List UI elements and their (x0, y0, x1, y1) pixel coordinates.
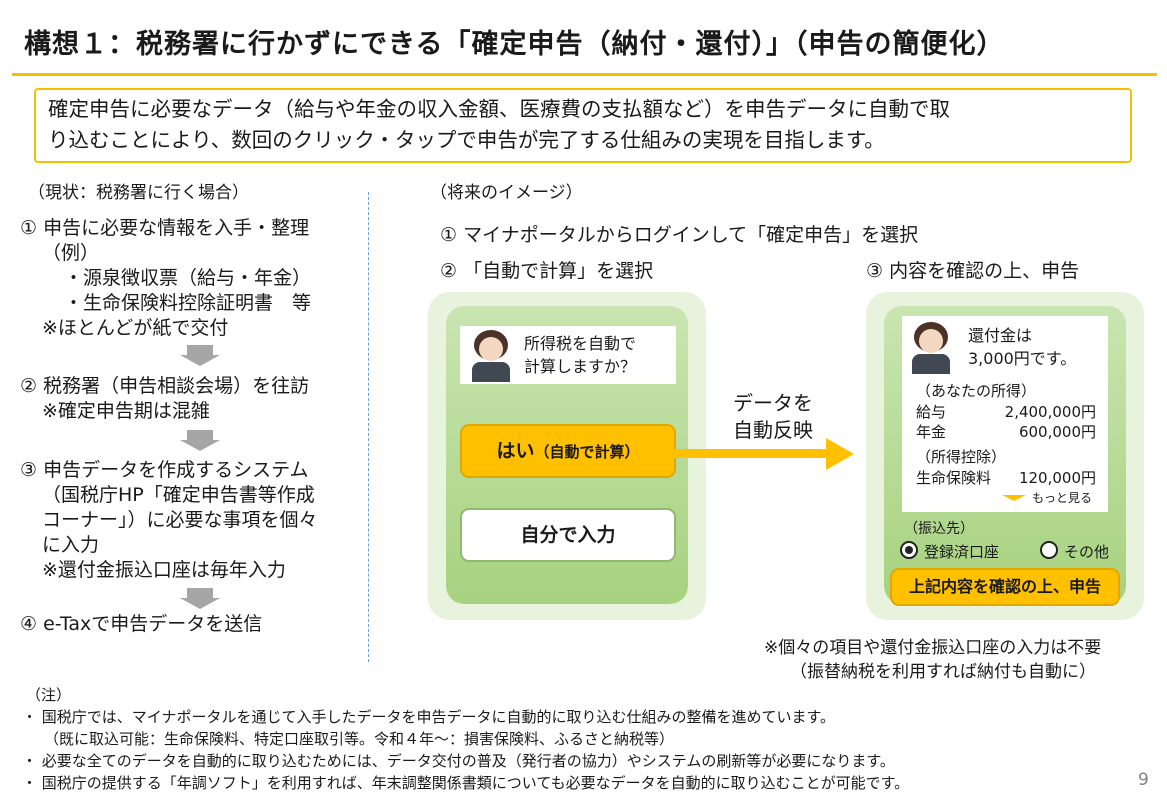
current-step-1-note: ※ほとんどが紙で交付 (42, 317, 229, 339)
manual-input-button[interactable]: 自分で入力 (460, 508, 676, 562)
question-card: 所得税を自動で 計算しますか？ (460, 326, 676, 384)
yes-button-sublabel: （自動で計算） (534, 443, 640, 461)
deduction-heading: （所得控除） (916, 448, 1007, 466)
note-line: ・ 必要な全てのデータを自動的に取り込むためには、データ交付の普及（発行者の協力… (22, 752, 895, 770)
current-step-1-example: （例） (42, 242, 100, 264)
right-arrow-icon (826, 438, 854, 470)
chevron-down-icon (1002, 495, 1026, 501)
summary-line-2: り込むことにより、数回のクリック・タップで申告が完了する仕組みの実現を目指します… (48, 128, 885, 152)
salary-value: 2,400,000円 (1004, 403, 1096, 421)
down-arrow-icon (180, 588, 220, 609)
show-more-link[interactable]: もっと見る (1032, 491, 1093, 505)
auto-reflect-line-2: 自動反映 (733, 418, 813, 442)
question-text: 所得税を自動で 計算しますか？ (524, 332, 636, 378)
future-step-2: ② 「自動で計算」を選択 (440, 260, 654, 282)
note-line: ・ 国税庁では、マイナポータルを通じて入手したデータを申告データに自動的に取り込… (22, 708, 835, 726)
future-footnote-2: （振替納税を利用すれば納付も自動に） (790, 662, 1096, 682)
current-step-3-line-4: に入力 (42, 534, 100, 556)
auto-reflect-line-1: データを (733, 391, 813, 415)
future-heading: （将来のイメージ） (430, 183, 583, 203)
note-line: （既に取込可能：生命保険料、特定口座取引等。令和４年～：損害保険料、ふるさと納税… (44, 730, 675, 748)
future-footnote-1: ※個々の項目や還付金振込口座の入力は不要 (764, 638, 1102, 658)
flow-arrow-shaft (670, 449, 828, 458)
insurance-label: 生命保険料 (916, 469, 992, 487)
column-divider (368, 192, 369, 662)
current-step-3-line-3: コーナー」）に必要な事項を個々 (42, 509, 318, 531)
current-step-2-note: ※確定申告期は混雑 (42, 400, 210, 422)
summary-line-1: 確定申告に必要なデータ（給与や年金の収入金額、医療費の支払額など）を申告データに… (48, 97, 950, 121)
refund-line-2: 3,000円です。 (968, 349, 1077, 368)
current-step-3-note: ※還付金振込口座は毎年入力 (42, 559, 286, 581)
future-step-3: ③ 内容を確認の上、申告 (866, 260, 1080, 282)
notes-list: ・ 国税庁では、マイナポータルを通じて入手したデータを申告データに自動的に取り込… (22, 706, 909, 794)
question-line-1: 所得税を自動で (524, 334, 637, 353)
refund-summary-card: 還付金は 3,000円です。 （あなたの所得） 給与 2,400,000円 年金… (902, 316, 1108, 512)
income-heading: （あなたの所得） (916, 382, 1037, 400)
current-step-2-title: ② 税務署（申告相談会場）を往訪 (20, 375, 310, 397)
refund-text: 還付金は 3,000円です。 (968, 324, 1076, 370)
auto-reflect-label: データを 自動反映 (730, 390, 816, 444)
note-line: ・ 国税庁の提供する「年調ソフト」を利用すれば、年末調整関係書類についても必要な… (22, 774, 910, 792)
submit-return-button[interactable]: 上記内容を確認の上、申告 (890, 568, 1120, 606)
auto-calc-yes-button[interactable]: はい（自動で計算） (460, 424, 676, 478)
salary-label: 給与 (916, 403, 947, 421)
insurance-value: 120,000円 (1018, 469, 1096, 487)
current-step-4: ④ e-Taxで申告データを送信 (20, 613, 263, 635)
avatar (908, 322, 954, 374)
title-divider (12, 73, 1157, 76)
radio-registered-account[interactable] (900, 541, 918, 559)
current-step-3: ③ 申告データを作成するシステム （国税庁HP「確定申告書等作成 コーナー」）に… (20, 458, 318, 583)
phone-screen-2: 還付金は 3,000円です。 （あなたの所得） 給与 2,400,000円 年金… (884, 306, 1126, 606)
question-line-2: 計算しますか？ (524, 357, 637, 376)
avatar (468, 330, 514, 382)
notes-heading: （注） (26, 686, 72, 704)
down-arrow-icon (180, 430, 220, 451)
pension-label: 年金 (916, 423, 947, 441)
current-step-1-item-1: ・源泉徴収票（給与・年金） (64, 267, 312, 289)
phone-screen-1: 所得税を自動で 計算しますか？ はい（自動で計算） 自分で入力 (446, 306, 688, 604)
current-step-1: ① 申告に必要な情報を入手・整理 （例） ・源泉徴収票（給与・年金） ・生命保険… (20, 216, 311, 341)
current-step-3-title: ③ 申告データを作成するシステム (20, 459, 309, 481)
current-heading: （現状：税務署に行く場合） (28, 183, 249, 203)
radio-other-label: その他 (1064, 543, 1110, 561)
current-step-3-line-2: （国税庁HP「確定申告書等作成 (42, 484, 315, 506)
transfer-heading: （振込先） (904, 521, 974, 537)
radio-other[interactable] (1040, 541, 1058, 559)
radio-registered-label: 登録済口座 (924, 543, 1000, 561)
future-step-1: ① マイナポータルからログインして「確定申告」を選択 (440, 224, 919, 246)
page-number: 9 (1138, 770, 1149, 790)
page-title: 構想１：税務署に行かずにできる「確定申告（納付・還付）」（申告の簡便化） (24, 29, 1005, 60)
down-arrow-icon (180, 345, 220, 366)
current-step-1-title: ① 申告に必要な情報を入手・整理 (20, 217, 310, 239)
summary-box: 確定申告に必要なデータ（給与や年金の収入金額、医療費の支払額など）を申告データに… (34, 88, 1132, 163)
phone-mockup-2: 還付金は 3,000円です。 （あなたの所得） 給与 2,400,000円 年金… (866, 292, 1144, 620)
phone-mockup-1: 所得税を自動で 計算しますか？ はい（自動で計算） 自分で入力 (428, 292, 706, 620)
refund-line-1: 還付金は (968, 326, 1033, 345)
yes-button-label: はい (496, 440, 535, 462)
pension-value: 600,000円 (1018, 423, 1096, 441)
current-step-1-item-2: ・生命保険料控除証明書 等 (64, 292, 312, 314)
current-step-2: ② 税務署（申告相談会場）を往訪 ※確定申告期は混雑 (20, 374, 309, 424)
